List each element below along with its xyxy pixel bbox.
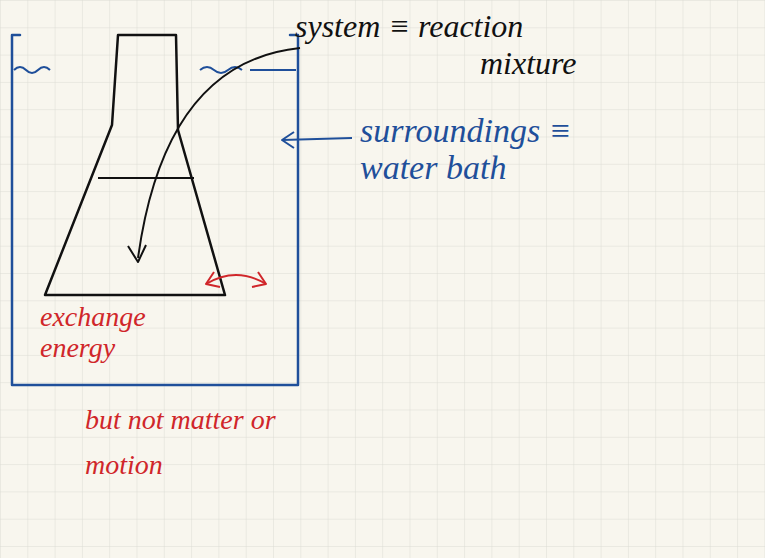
exchange-note: but not matter or motion bbox=[85, 398, 315, 488]
arrow-head bbox=[252, 272, 266, 287]
exchange-note: exchange energy bbox=[40, 302, 160, 364]
leader-arrow bbox=[282, 138, 352, 140]
arrow-head bbox=[282, 132, 294, 148]
leader-arrow bbox=[138, 48, 300, 258]
water-level bbox=[14, 67, 296, 73]
surroundings-label: surroundings ≡ water bath bbox=[360, 112, 590, 187]
water-bath bbox=[12, 35, 298, 385]
exchange-arrow bbox=[206, 275, 266, 284]
liquid-level bbox=[98, 177, 194, 179]
flask bbox=[45, 35, 225, 295]
system-label: system ≡ reaction mixture bbox=[295, 8, 605, 82]
arrow-head bbox=[128, 245, 146, 262]
arrow-head bbox=[206, 272, 220, 287]
